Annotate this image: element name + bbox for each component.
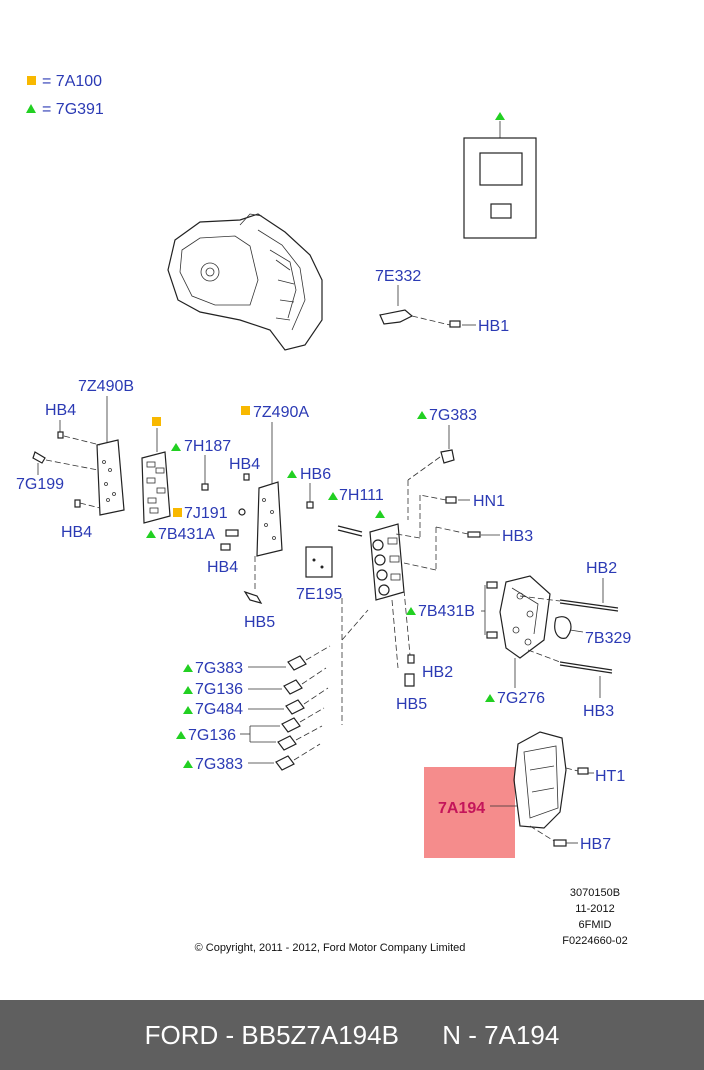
valve-body-lower	[141, 451, 171, 524]
module-component	[463, 112, 537, 239]
label-7H187: 7H187	[184, 438, 231, 455]
label-HB4-b: HB4	[61, 524, 92, 541]
label-7G199: 7G199	[16, 476, 64, 493]
doc-number: 3070150B	[570, 887, 620, 899]
pump-valve-assembly	[499, 575, 551, 659]
legend-square-icon	[27, 76, 36, 85]
label-HB1: HB1	[478, 318, 509, 335]
label-HT1: HT1	[595, 768, 625, 785]
label-7G383-c: 7G383	[195, 756, 243, 773]
footer-bar: FORD - BB5Z7A194B N - 7A194	[0, 1000, 704, 1070]
solenoid-group	[275, 645, 331, 771]
label-HB4-a: HB4	[45, 402, 76, 419]
label-HB3-b: HB3	[583, 703, 614, 720]
label-7G136-a: 7G136	[195, 681, 243, 698]
label-7G276: 7G276	[497, 690, 545, 707]
legend-square-text: = 7A100	[42, 73, 102, 90]
label-7B329: 7B329	[585, 630, 631, 647]
legend-triangle-text: = 7G391	[42, 101, 104, 118]
label-HB4-d: HB4	[207, 559, 238, 576]
valve-body-cover-7A194	[513, 731, 567, 829]
label-7J191: 7J191	[184, 505, 228, 522]
label-7G136-b: 7G136	[188, 727, 236, 744]
label-7G383-b: 7G383	[195, 660, 243, 677]
doc-code: 6FMID	[579, 919, 612, 931]
copyright-text: © Copyright, 2011 - 2012, Ford Motor Com…	[195, 942, 466, 954]
footer-part-number: FORD - BB5Z7A194B	[144, 1019, 399, 1050]
label-7A194: 7A194	[438, 800, 485, 817]
transmission-case-illustration	[167, 213, 323, 351]
doc-date: 11-2012	[575, 903, 615, 915]
label-7E332: 7E332	[375, 268, 421, 285]
label-HN1: HN1	[473, 493, 505, 510]
footer-spacer	[399, 1020, 442, 1051]
legend-triangle-icon	[26, 104, 36, 113]
label-7E195: 7E195	[296, 586, 342, 603]
doc-id: F0224660-02	[562, 935, 627, 947]
label-HB3-a: HB3	[502, 528, 533, 545]
label-7H111: 7H111	[339, 487, 384, 504]
label-HB2-a: HB2	[422, 664, 453, 681]
label-HB5-b: HB5	[396, 696, 427, 713]
legend-square-icon-b	[152, 417, 161, 426]
label-7G383-a: 7G383	[429, 407, 477, 424]
highlight-box-7A194	[424, 767, 515, 858]
separator-plate-7Z490B	[96, 439, 125, 516]
label-HB7: HB7	[580, 836, 611, 853]
label-HB2-b: HB2	[586, 560, 617, 577]
label-HB5-a: HB5	[244, 614, 275, 631]
sensor-7E332	[379, 309, 414, 325]
label-HB6: HB6	[300, 466, 331, 483]
filter-7E195	[305, 546, 333, 578]
label-7Z490A: 7Z490A	[253, 404, 309, 421]
label-7B431B: 7B431B	[418, 603, 475, 620]
separator-plate-7Z490A	[256, 481, 283, 557]
label-7Z490B: 7Z490B	[78, 378, 134, 395]
exploded-parts-diagram: = 7A100 = 7G391 7E332 HB1 7Z490B HB4 7G1…	[16, 73, 631, 954]
footer-part-code: N - 7A194	[442, 1019, 560, 1050]
label-7G484: 7G484	[195, 701, 243, 718]
label-HB4-c: HB4	[229, 456, 260, 473]
label-7B431A: 7B431A	[158, 526, 215, 543]
